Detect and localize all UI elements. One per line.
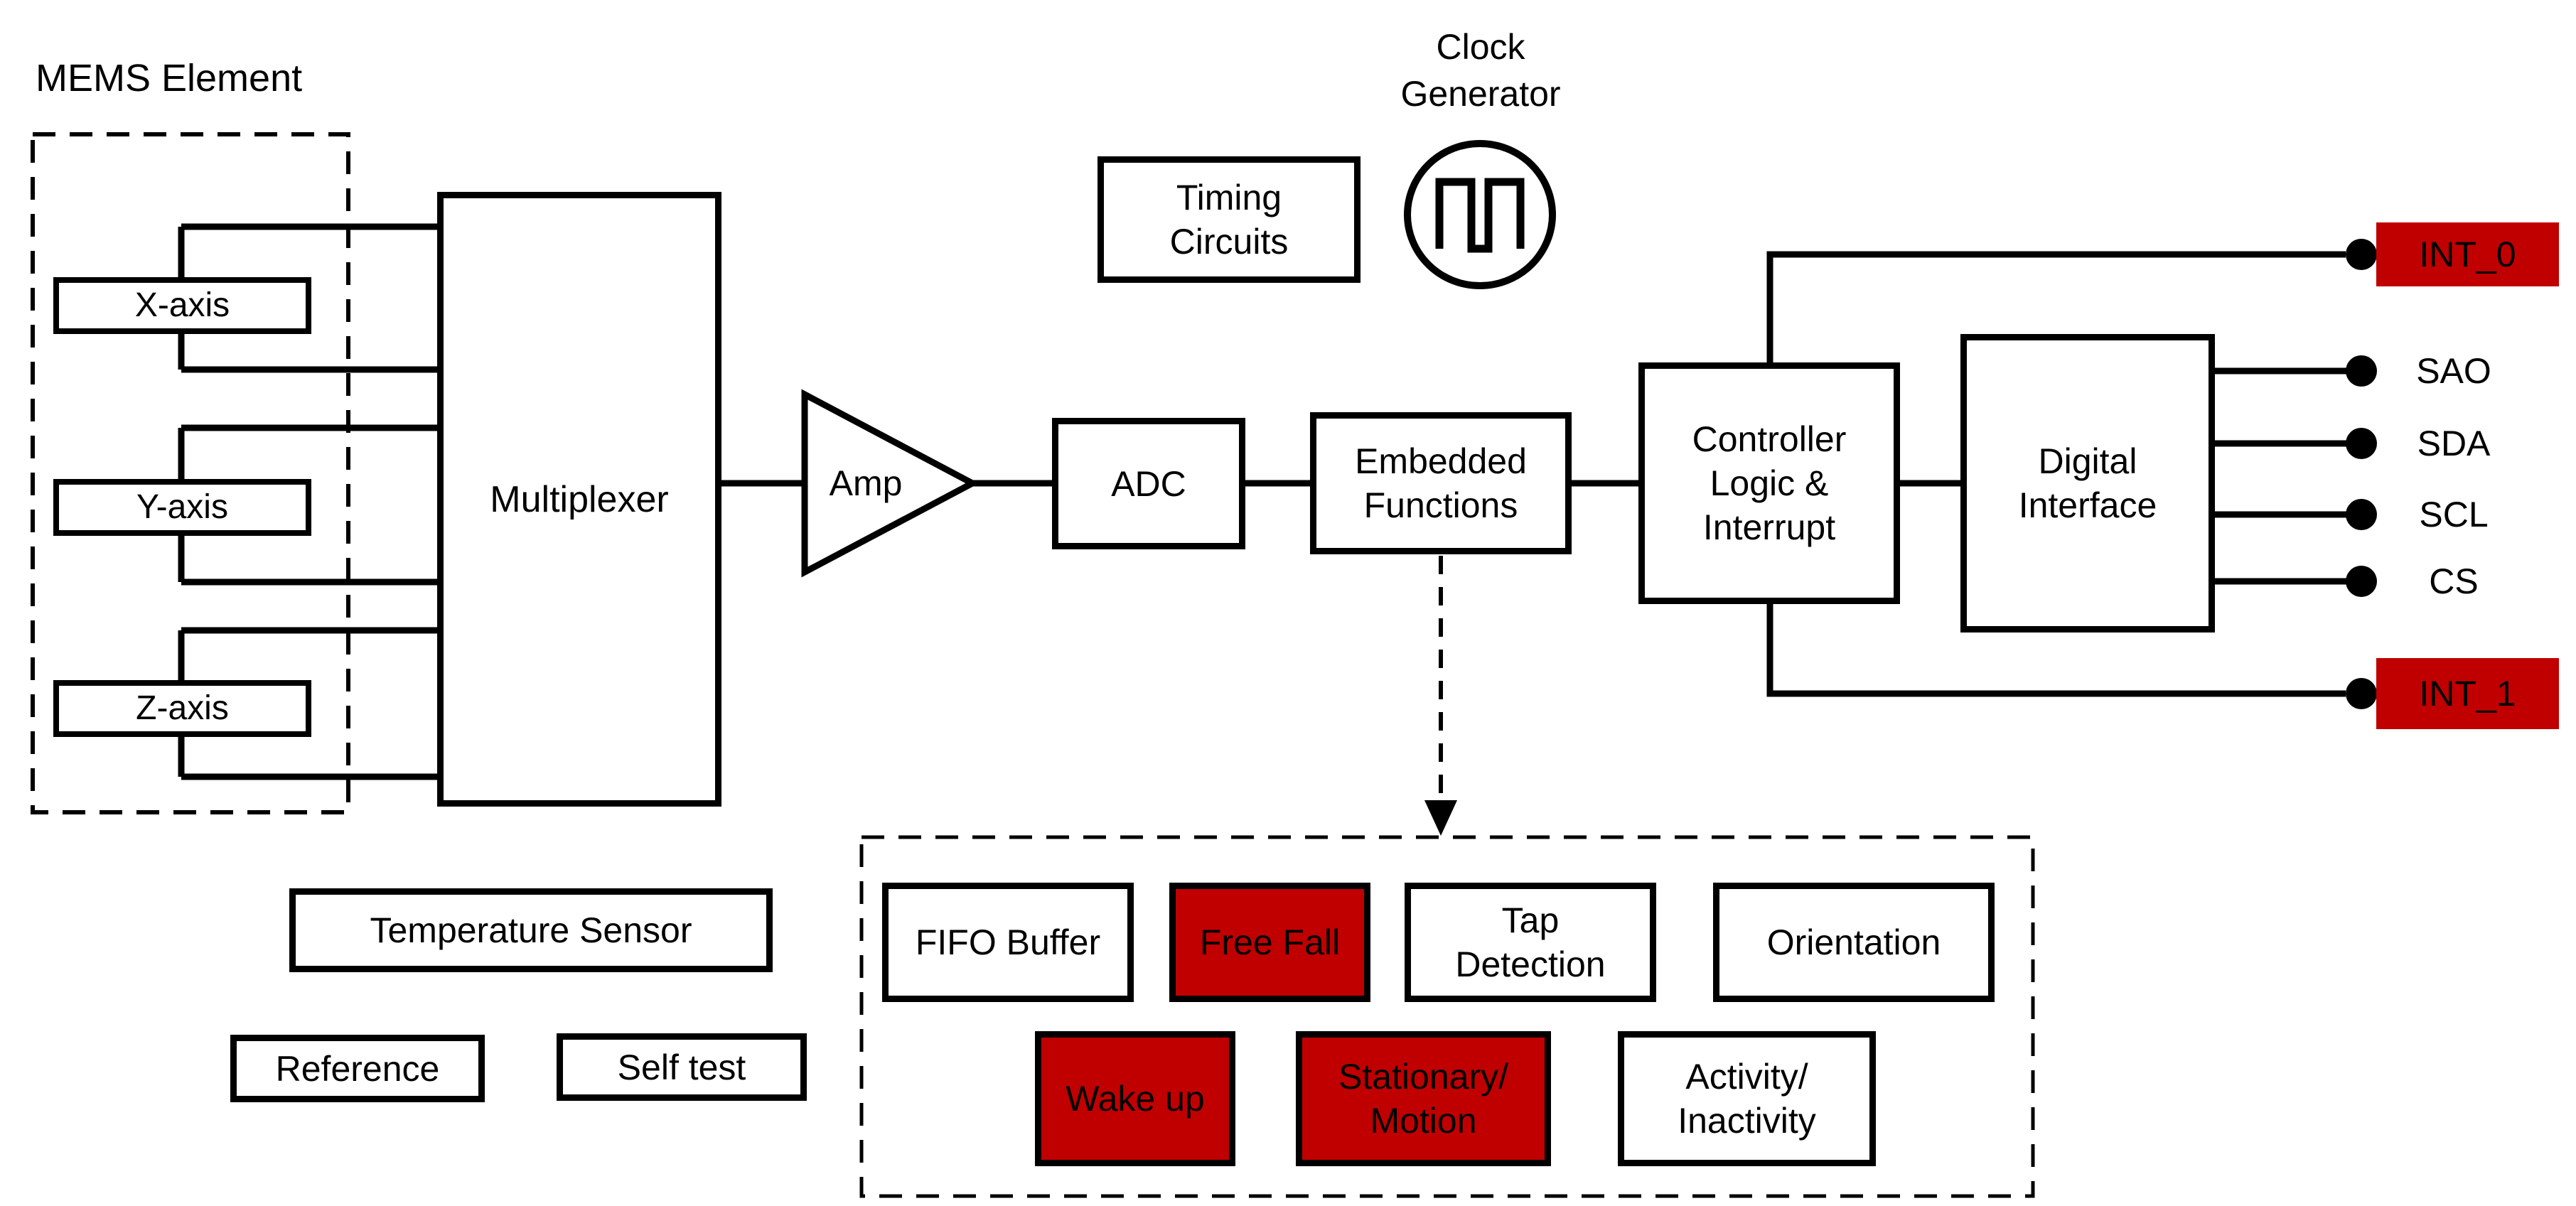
reference-block: Reference <box>230 1035 485 1102</box>
orientation-block: Orientation <box>1713 883 1995 1002</box>
int0-pin-label: INT_0 <box>2376 222 2559 286</box>
controller-logic-interrupt-block: Controller Logic & Interrupt <box>1638 362 1900 604</box>
wake-up-block: Wake up <box>1035 1031 1235 1166</box>
scl-pin-label: SCL <box>2419 495 2489 534</box>
mems-element-title: MEMS Element <box>36 57 303 99</box>
self-test-block: Self test <box>557 1033 807 1101</box>
stationary-motion-block: Stationary/ Motion <box>1296 1031 1551 1166</box>
adc-block: ADC <box>1052 418 1245 549</box>
int1-wire <box>1766 603 2346 697</box>
sao-pin-label: SAO <box>2416 351 2491 391</box>
x-axis-block: X-axis <box>53 277 311 334</box>
tap-detection-block: Tap Detection <box>1405 883 1656 1002</box>
cs-pin-dot <box>2346 566 2377 597</box>
free-fall-block: Free Fall <box>1169 883 1370 1002</box>
int0-pin-dot <box>2346 239 2377 270</box>
clock-generator-circle <box>1404 140 1556 289</box>
mems-dashed-border <box>31 132 350 814</box>
scl-pin-dot <box>2346 499 2377 530</box>
sda-pin-label: SDA <box>2417 424 2491 463</box>
multiplexer-block: Multiplexer <box>437 192 721 807</box>
embedded-functions-block: Embedded Functions <box>1310 412 1572 554</box>
z-axis-block: Z-axis <box>53 680 311 737</box>
timing-circuits-block: Timing Circuits <box>1098 156 1361 283</box>
fifo-buffer-block: FIFO Buffer <box>882 883 1134 1002</box>
activity-inactivity-block: Activity/ Inactivity <box>1618 1031 1876 1166</box>
digital-interface-block: Digital Interface <box>1960 334 2215 632</box>
int1-pin-dot <box>2346 678 2377 709</box>
amp-triangle <box>801 389 980 578</box>
y-axis-block: Y-axis <box>53 479 311 536</box>
sao-pin-dot <box>2346 355 2377 387</box>
arrowhead <box>1424 800 1457 836</box>
int1-pin-label: INT_1 <box>2376 658 2559 729</box>
square-wave-icon <box>1435 178 1525 253</box>
cs-pin-label: CS <box>2429 561 2479 601</box>
clock-generator-label: Clock Generator <box>1400 27 1561 114</box>
functions-panel-dashed-border <box>859 835 2035 1198</box>
sda-pin-dot <box>2346 428 2377 459</box>
amp-label: Amp <box>829 463 903 503</box>
int0-wire <box>1766 251 2346 364</box>
temperature-sensor-block: Temperature Sensor <box>289 888 773 972</box>
